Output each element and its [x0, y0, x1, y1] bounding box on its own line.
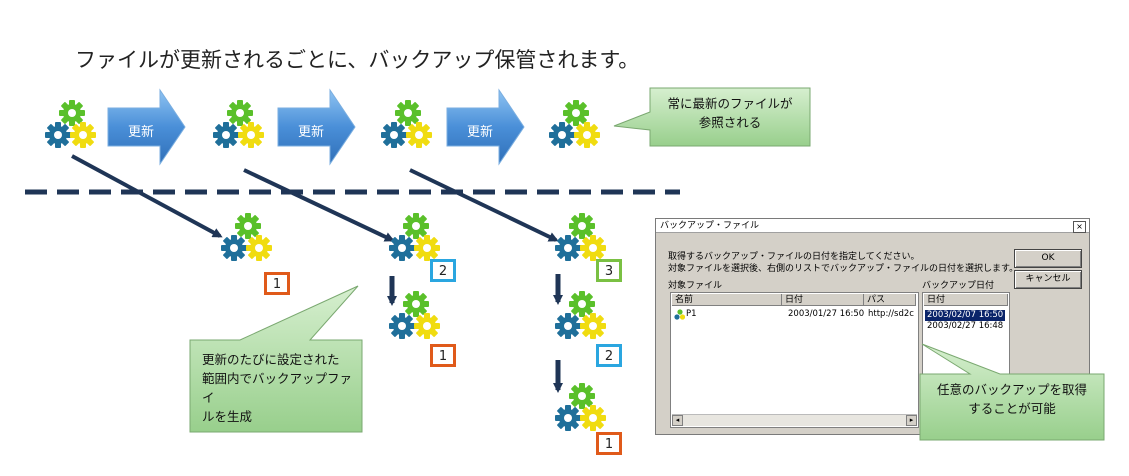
callout-left-line1: 更新のたびに設定された	[202, 352, 340, 367]
backup-arrow-2	[243, 168, 395, 242]
table-row[interactable]: P1 2003/01/27 16:50 http://sd2c	[672, 309, 916, 321]
backup-arrow-3	[409, 168, 559, 242]
version-badge: 2	[430, 259, 456, 282]
scroll-right-icon[interactable]: ▸	[906, 415, 917, 426]
gears-icon	[555, 383, 606, 431]
column-header-backup-date[interactable]: 日付	[924, 294, 1008, 306]
callout-left-line2: 範囲内でバックアップファイ	[202, 371, 353, 405]
update-arrow-3	[446, 88, 525, 166]
backup-arrow-1	[71, 154, 223, 238]
cancel-button[interactable]: キャンセル	[1014, 270, 1082, 289]
callout-top-line2: 参照される	[698, 115, 762, 130]
column-header-date[interactable]: 日付	[782, 294, 864, 306]
gears-icon	[389, 291, 440, 339]
gears-icon	[213, 100, 264, 148]
gears-icon	[221, 213, 272, 261]
update-arrow-2	[277, 88, 356, 166]
file-name: P1	[686, 309, 697, 319]
horizontal-scrollbar[interactable]: ◂ ▸	[672, 414, 917, 426]
callout-right: 任意のバックアップを取得 することが可能	[922, 380, 1102, 418]
update-label-1: 更新	[128, 125, 155, 140]
ok-button[interactable]: OK	[1014, 249, 1082, 268]
update-arrow-1	[107, 88, 186, 166]
callout-left: 更新のたびに設定された 範囲内でバックアップファイ ルを生成	[192, 350, 360, 426]
gears-icon	[555, 213, 606, 261]
file-path: http://sd2c	[868, 309, 914, 319]
version-badge: 1	[596, 432, 622, 455]
version-badge: 3	[596, 259, 622, 282]
dialog-instruction-2: 対象ファイルを選択後、右側のリストでバックアップ・ファイルの日付を選択します。	[668, 264, 1019, 274]
file-date: 2003/01/27 16:50	[788, 309, 865, 319]
dialog-title: バックアップ・ファイル	[656, 219, 1089, 233]
update-label-3: 更新	[467, 125, 494, 140]
gears-icon	[45, 100, 96, 148]
callout-top-line1: 常に最新のファイルが	[667, 96, 793, 111]
scroll-left-icon[interactable]: ◂	[672, 415, 683, 426]
headline: ファイルが更新されるごとに、バックアップ保管されます。	[75, 48, 640, 72]
callout-left-bubble	[189, 285, 363, 433]
files-label: 対象ファイル	[668, 281, 723, 291]
callout-right-shape	[919, 343, 1105, 441]
backup-file-dialog: バックアップ・ファイル × 取得するバックアップ・ファイルの日付を指定してくださ…	[655, 218, 1090, 435]
gears-icon	[549, 100, 600, 148]
dialog-instruction-1: 取得するバックアップ・ファイルの日付を指定してください。	[668, 252, 920, 262]
callout-top: 常に最新のファイルが 参照される	[652, 94, 808, 132]
gears-icon	[555, 291, 606, 339]
gears-icon	[381, 100, 432, 148]
callout-right-line2: することが可能	[968, 401, 1056, 416]
date-item[interactable]: 2003/02/27 16:48	[927, 321, 1004, 331]
version-badge: 2	[596, 344, 622, 367]
callout-right-line1: 任意のバックアップを取得	[936, 382, 1087, 397]
dates-label: バックアップ日付	[922, 281, 995, 291]
callout-top-bubble	[613, 87, 811, 147]
column-header-path[interactable]: パス	[864, 294, 916, 306]
gears-icon	[389, 213, 440, 261]
file-list[interactable]: 名前 日付 パス P1 2003/01/27 16:50 http://sd2c…	[670, 292, 919, 428]
gears-icon	[674, 309, 685, 320]
version-badge: 1	[264, 272, 290, 295]
version-badge: 1	[430, 344, 456, 367]
update-label-2: 更新	[298, 125, 325, 140]
close-icon[interactable]: ×	[1073, 221, 1086, 233]
callout-left-line3: ルを生成	[202, 409, 253, 424]
date-item-selected[interactable]: 2003/02/07 16:50	[925, 310, 1005, 321]
column-header-name[interactable]: 名前	[672, 294, 782, 306]
